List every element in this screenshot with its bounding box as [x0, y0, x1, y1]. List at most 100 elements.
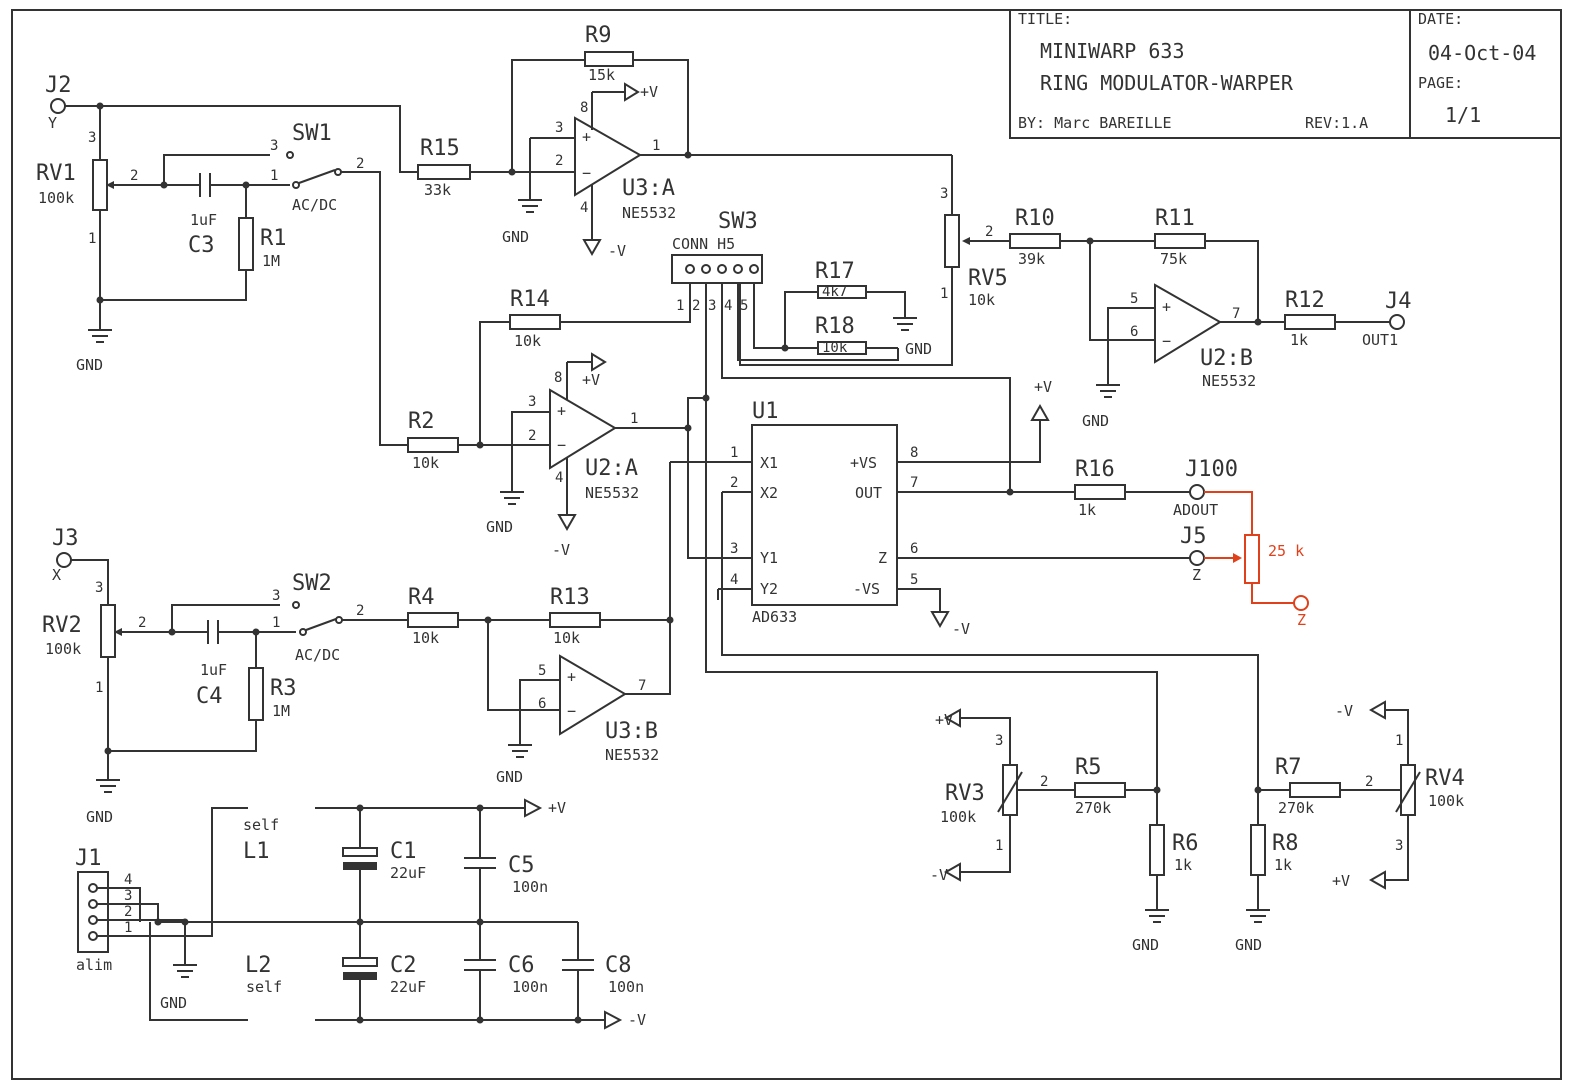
svg-text:2: 2	[528, 428, 536, 444]
svg-text:10k: 10k	[514, 332, 541, 350]
svg-text:Z: Z	[1297, 611, 1306, 629]
svg-text:C5: C5	[508, 853, 535, 878]
svg-text:OUT1: OUT1	[1362, 331, 1398, 349]
svg-text:Z: Z	[878, 549, 887, 567]
sw2-switch	[299, 628, 307, 636]
svg-text:1k: 1k	[1274, 856, 1292, 874]
svg-text:R15: R15	[420, 136, 460, 161]
svg-text:1uF: 1uF	[190, 211, 217, 229]
svg-text:2: 2	[730, 475, 738, 491]
title-label: TITLE:	[1018, 10, 1072, 28]
svg-text:1k: 1k	[1174, 856, 1192, 874]
svg-text:10k: 10k	[412, 629, 439, 647]
svg-text:1uF: 1uF	[200, 661, 227, 679]
r1-resistor	[238, 217, 254, 271]
svg-text:100k: 100k	[38, 189, 74, 207]
svg-text:15k: 15k	[588, 66, 615, 84]
sheet-border	[11, 9, 1562, 1080]
svg-text:1: 1	[676, 298, 684, 314]
svg-text:5: 5	[910, 572, 918, 588]
svg-text:R3: R3	[270, 676, 297, 701]
svg-text:10k: 10k	[553, 629, 580, 647]
svg-text:−: −	[567, 702, 576, 720]
svg-text:SW1: SW1	[292, 121, 332, 146]
svg-text:1: 1	[940, 286, 948, 302]
r14-resistor	[509, 314, 561, 330]
output-stage: 3 1 RV5 10k 2 R10 39k R11 75k + − 5 6 GN…	[739, 155, 1412, 430]
svg-text:C2: C2	[390, 953, 417, 978]
sw1-switch	[292, 181, 300, 189]
svg-text:+: +	[582, 128, 591, 146]
svg-text:GND: GND	[486, 518, 513, 536]
svg-text:C8: C8	[605, 953, 632, 978]
svg-text:R4: R4	[408, 585, 435, 610]
svg-text:R14: R14	[510, 287, 550, 312]
svg-text:10k: 10k	[822, 340, 848, 356]
svg-text:NE5532: NE5532	[1202, 372, 1256, 390]
svg-text:-V: -V	[952, 620, 970, 638]
svg-text:−: −	[582, 164, 591, 182]
title-line1: MINIWARP 633	[1040, 39, 1185, 63]
svg-text:RV2: RV2	[42, 613, 82, 638]
svg-text:J1: J1	[75, 846, 102, 871]
svg-text:2: 2	[1365, 774, 1373, 790]
svg-text:4: 4	[580, 200, 588, 216]
svg-text:R2: R2	[408, 409, 435, 434]
svg-text:270k: 270k	[1278, 799, 1314, 817]
svg-text:100n: 100n	[608, 978, 644, 996]
svg-text:100k: 100k	[1428, 792, 1464, 810]
svg-text:J3: J3	[52, 526, 79, 551]
svg-text:GND: GND	[502, 228, 529, 246]
svg-text:75k: 75k	[1160, 250, 1187, 268]
svg-text:−: −	[1162, 332, 1171, 350]
svg-text:R10: R10	[1015, 206, 1055, 231]
svg-text:Z: Z	[1192, 566, 1201, 584]
svg-text:RV3: RV3	[945, 781, 985, 806]
date-label: DATE:	[1418, 10, 1463, 28]
c4-label: C4	[196, 684, 223, 709]
page-value: 1/1	[1445, 103, 1481, 127]
y-input-section: J2 Y 3 1 RV1 100k GND 2 3 1uF C3 1	[36, 73, 418, 446]
svg-text:+V: +V	[640, 83, 658, 101]
svg-text:3: 3	[1395, 838, 1403, 854]
svg-text:3: 3	[555, 120, 563, 136]
svg-text:X: X	[52, 566, 61, 584]
c3-label: C3	[188, 233, 215, 258]
svg-text:R16: R16	[1075, 457, 1115, 482]
r16-resistor	[1074, 484, 1126, 500]
title-line2: RING MODULATOR-WARPER	[1040, 71, 1294, 95]
svg-text:6: 6	[910, 541, 918, 557]
svg-text:1: 1	[730, 445, 738, 461]
svg-text:+V: +V	[1034, 378, 1052, 396]
date-value: 04-Oct-04	[1428, 41, 1536, 65]
r7-resistor	[1289, 782, 1341, 798]
svg-text:U2:B: U2:B	[1200, 346, 1253, 371]
svg-text:1k: 1k	[1290, 331, 1308, 349]
r10-resistor	[1009, 233, 1061, 249]
svg-text:GND: GND	[1132, 936, 1159, 954]
rv2-potentiometer	[100, 604, 116, 658]
svg-text:U2:A: U2:A	[585, 456, 638, 481]
svg-text:3: 3	[528, 394, 536, 410]
svg-text:+: +	[567, 668, 576, 686]
svg-text:6: 6	[538, 696, 546, 712]
svg-text:+VS: +VS	[850, 454, 877, 472]
svg-text:3: 3	[270, 138, 278, 154]
svg-text:alim: alim	[76, 956, 112, 974]
svg-text:8: 8	[580, 100, 588, 116]
svg-text:3: 3	[272, 588, 280, 604]
svg-text:GND: GND	[496, 768, 523, 786]
r12-resistor	[1284, 314, 1336, 330]
svg-text:+V: +V	[548, 799, 566, 817]
rv4-potentiometer	[1400, 764, 1416, 816]
svg-text:-V: -V	[930, 866, 948, 884]
svg-text:OUT: OUT	[855, 484, 882, 502]
svg-text:L2: L2	[245, 953, 272, 978]
svg-text:3: 3	[730, 541, 738, 557]
svg-text:+V: +V	[935, 711, 953, 729]
svg-text:-VS: -VS	[853, 580, 880, 598]
svg-text:4k7: 4k7	[822, 284, 847, 300]
svg-text:2: 2	[124, 904, 132, 920]
svg-text:GND: GND	[1082, 412, 1109, 430]
